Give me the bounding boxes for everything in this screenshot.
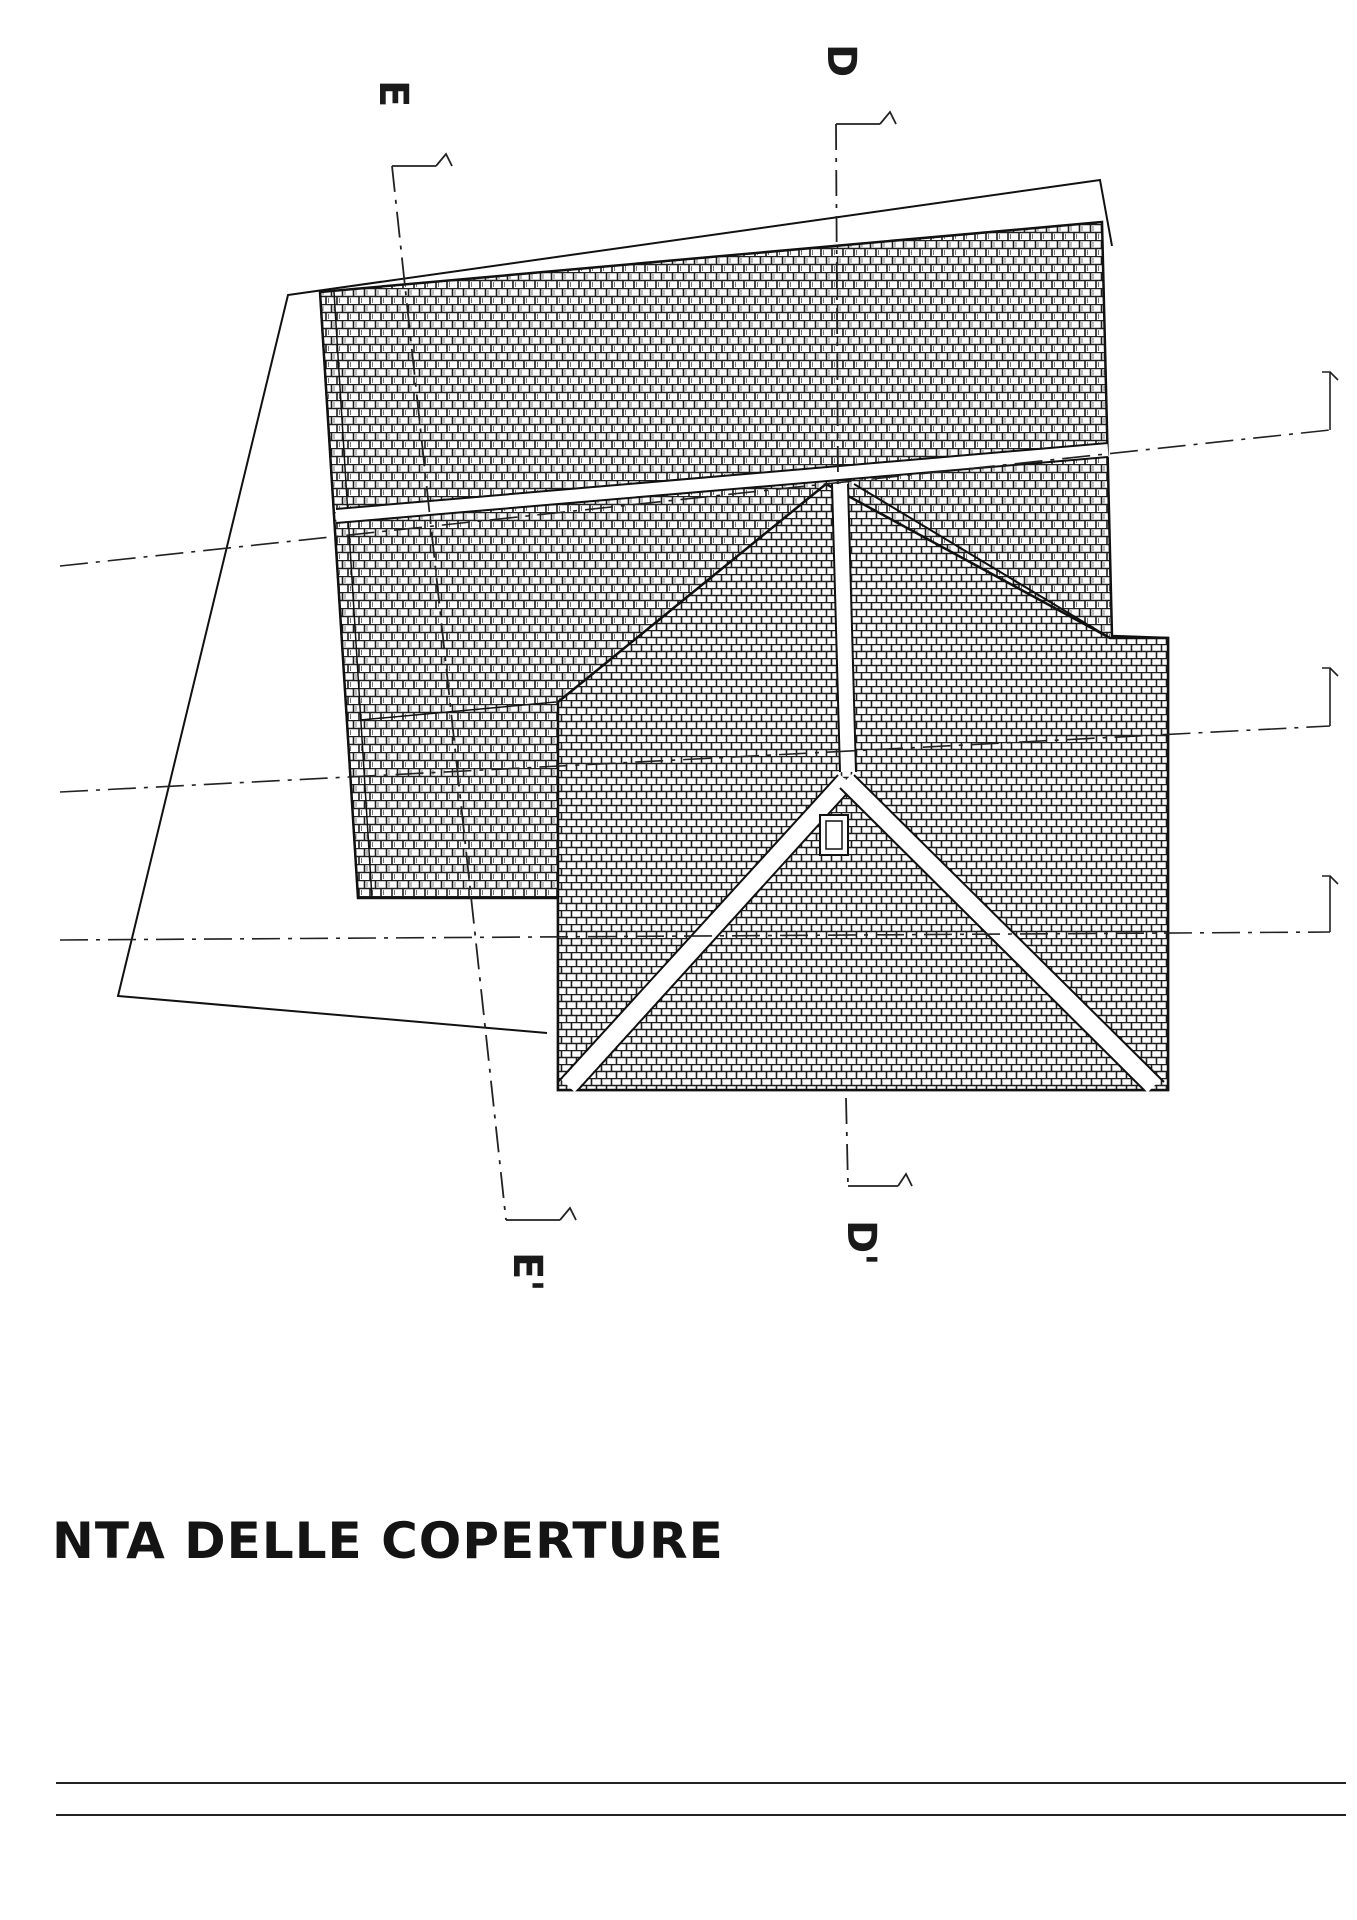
- section-label-d-end: D': [838, 1220, 884, 1265]
- reference-axis-ends: [1322, 371, 1339, 932]
- section-label-e-end: E': [504, 1252, 550, 1292]
- lot-outline: [116, 178, 1113, 1034]
- drawing-title: NTA DELLE COPERTURE: [52, 1512, 724, 1570]
- section-label-e-start: E: [370, 80, 416, 107]
- reference-axes: [59, 429, 1331, 941]
- section-label-d-start: D: [818, 44, 864, 77]
- title-block-rule-bottom: [56, 1814, 1346, 1816]
- title-block-rule-top: [56, 1782, 1346, 1784]
- pavilion-roof: [556, 482, 1170, 1093]
- section-line-d: [835, 110, 913, 1187]
- section-line-e: [391, 152, 577, 1221]
